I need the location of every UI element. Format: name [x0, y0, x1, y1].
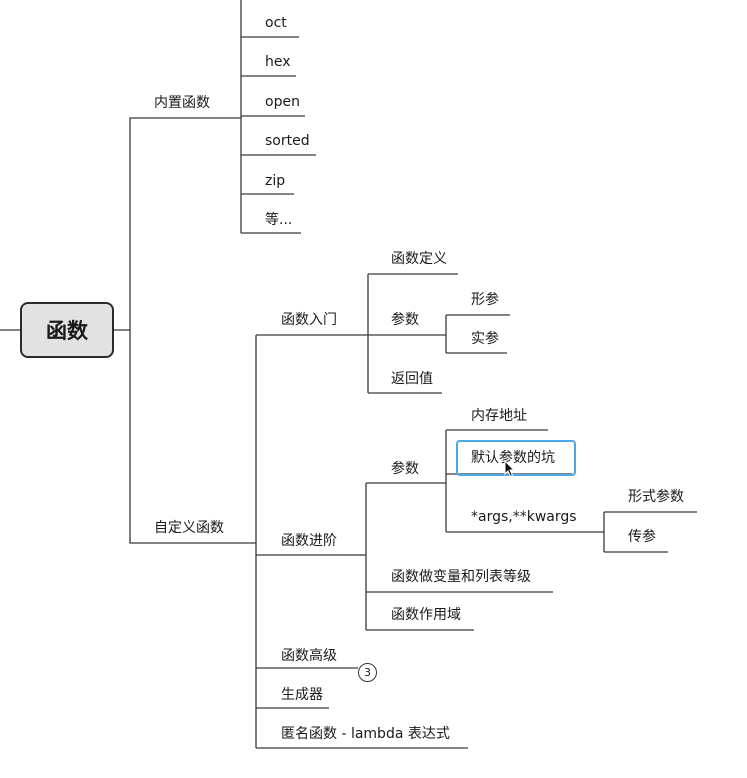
higher-order-node[interactable]: 函数高级	[281, 648, 337, 664]
builtin-item-zip[interactable]: zip	[265, 173, 286, 189]
builtin-item-sorted[interactable]: sorted	[265, 133, 310, 149]
advanced-params-node[interactable]: 参数	[391, 461, 419, 477]
intro-define-node[interactable]: 函数定义	[391, 251, 447, 267]
mouse-pointer-icon	[504, 460, 516, 478]
advanced-node[interactable]: 函数进阶	[281, 533, 337, 549]
intro-params-formal[interactable]: 形参	[471, 292, 499, 308]
custom-functions-node[interactable]: 自定义函数	[154, 520, 224, 536]
lambda-node[interactable]: 匿名函数 - lambda 表达式	[281, 726, 450, 742]
builtin-functions-node[interactable]: 内置函数	[154, 95, 210, 111]
collapsed-count-badge[interactable]: 3	[358, 663, 377, 682]
intro-params-node[interactable]: 参数	[391, 312, 419, 328]
builtin-item-etc[interactable]: 等...	[265, 212, 293, 228]
builtin-item-open[interactable]: open	[265, 94, 300, 110]
intro-params-actual[interactable]: 实参	[471, 331, 499, 347]
args-actual-node[interactable]: 传参	[628, 529, 656, 545]
root-node[interactable]: 函数	[20, 302, 114, 358]
builtin-item-hex[interactable]: hex	[265, 54, 291, 70]
args-formal-node[interactable]: 形式参数	[628, 489, 684, 505]
advanced-params-memory[interactable]: 内存地址	[471, 408, 527, 424]
advanced-params-args[interactable]: *args,**kwargs	[471, 509, 577, 525]
advanced-as-variable-node[interactable]: 函数做变量和列表等级	[391, 569, 531, 585]
generator-node[interactable]: 生成器	[281, 687, 323, 703]
intro-node[interactable]: 函数入门	[281, 312, 337, 328]
advanced-params-default-pitfall[interactable]: 默认参数的坑	[471, 450, 555, 466]
advanced-scope-node[interactable]: 函数作用域	[391, 607, 461, 623]
selection-highlight	[456, 440, 576, 476]
builtin-item-oct[interactable]: oct	[265, 15, 287, 31]
intro-return-node[interactable]: 返回值	[391, 371, 433, 387]
